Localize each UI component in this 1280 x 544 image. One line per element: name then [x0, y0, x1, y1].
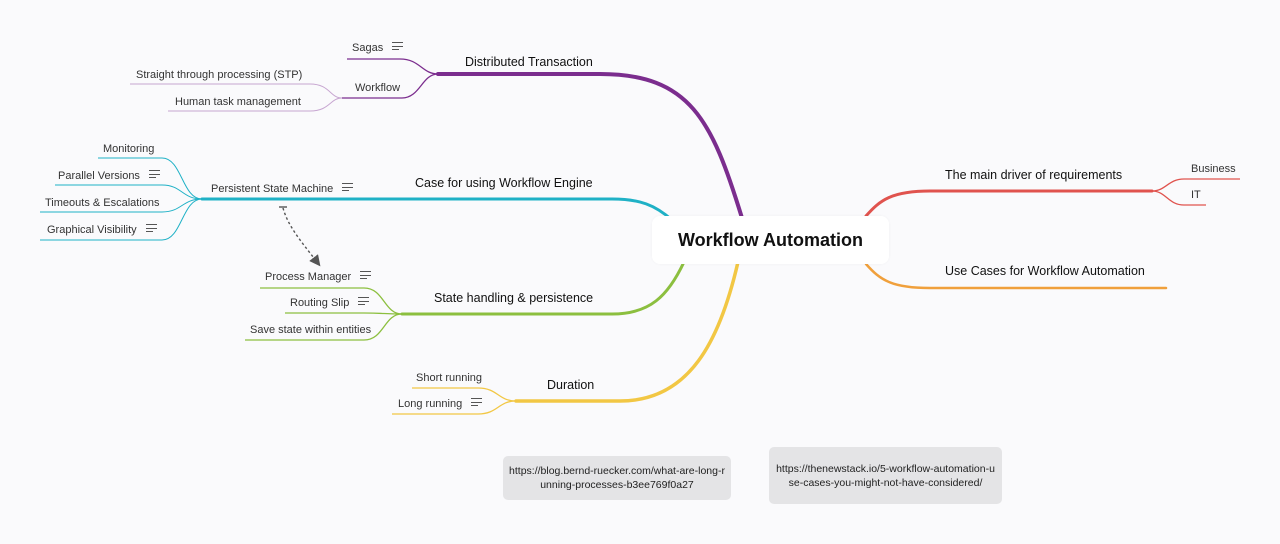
topic-short-running[interactable]: Short running [416, 372, 483, 384]
branch-engine-trunk [200, 197, 674, 222]
edge-human [168, 97, 343, 112]
edge-short [412, 387, 517, 402]
link-newstack[interactable]: https://thenewstack.io/5-workflow-automa… [769, 447, 1002, 504]
topic-routing-slip[interactable]: Routing Slip [290, 296, 370, 310]
topic-timeouts[interactable]: Timeouts & Escalations [45, 197, 160, 209]
topic-save-state[interactable]: Save state within entities [250, 324, 372, 336]
edge-process-manager [260, 287, 403, 315]
edge-it [1151, 190, 1206, 206]
note-icon[interactable] [360, 271, 372, 280]
branch-state-trunk [400, 260, 686, 316]
topic-parallel-label: Parallel Versions [58, 170, 140, 182]
relation-arrow [282, 207, 321, 267]
note-icon[interactable] [342, 183, 354, 192]
topic-process-manager-label: Process Manager [265, 271, 352, 283]
edge-parallel [55, 184, 203, 200]
edge-routing-slip [285, 312, 403, 315]
topic-main-driver[interactable]: The main driver of requirements [945, 168, 1123, 182]
topic-state-handling[interactable]: State handling & persistence [434, 291, 594, 305]
topic-case-workflow-engine[interactable]: Case for using Workflow Engine [415, 176, 593, 190]
note-icon[interactable] [148, 170, 160, 179]
topic-long-running-label: Long running [398, 398, 463, 410]
topic-use-cases[interactable]: Use Cases for Workflow Automation [945, 264, 1145, 278]
edge-business [1151, 178, 1240, 192]
topic-human-task[interactable]: Human task management [175, 96, 301, 108]
edge-save-state [245, 313, 403, 341]
note-icon[interactable] [392, 42, 404, 51]
topic-sagas[interactable]: Sagas [352, 41, 404, 55]
topic-it[interactable]: IT [1191, 189, 1201, 201]
topic-monitoring[interactable]: Monitoring [103, 143, 155, 155]
topic-persistent-state-machine[interactable]: Persistent State Machine [211, 182, 354, 196]
edge-timeouts [40, 198, 203, 213]
topic-business[interactable]: Business [1191, 163, 1236, 175]
central-topic[interactable]: Workflow Automation [652, 216, 889, 264]
link-ruecker[interactable]: https://blog.bernd-ruecker.com/what-are-… [503, 456, 731, 500]
branch-distributed-trunk [436, 72, 744, 220]
branch-duration-trunk [514, 260, 740, 403]
note-icon[interactable] [145, 224, 157, 233]
branch-usecases-trunk [864, 262, 1168, 290]
topic-routing-slip-label: Routing Slip [290, 297, 350, 309]
topic-graphical-visibility[interactable]: Graphical Visibility [47, 223, 157, 237]
note-icon[interactable] [471, 398, 483, 407]
edge-workflow [342, 73, 439, 99]
topic-psm-label: Persistent State Machine [211, 183, 334, 195]
edge-graphical [40, 198, 203, 241]
edge-monitoring [98, 157, 203, 200]
topic-sagas-label: Sagas [352, 42, 384, 54]
edge-sagas [347, 58, 439, 75]
topic-distributed-transaction[interactable]: Distributed Transaction [465, 55, 593, 69]
edge-long [392, 400, 517, 415]
topic-graphical-label: Graphical Visibility [47, 224, 137, 236]
topic-stp[interactable]: Straight through processing (STP) [136, 69, 303, 81]
topic-process-manager[interactable]: Process Manager [265, 270, 372, 284]
topic-duration[interactable]: Duration [547, 378, 595, 392]
topic-workflow[interactable]: Workflow [355, 82, 401, 94]
note-icon[interactable] [358, 297, 370, 306]
branch-drivers-trunk [864, 189, 1154, 218]
topic-long-running[interactable]: Long running [398, 397, 483, 411]
topic-parallel-versions[interactable]: Parallel Versions [58, 169, 160, 183]
edge-stp [130, 83, 343, 99]
